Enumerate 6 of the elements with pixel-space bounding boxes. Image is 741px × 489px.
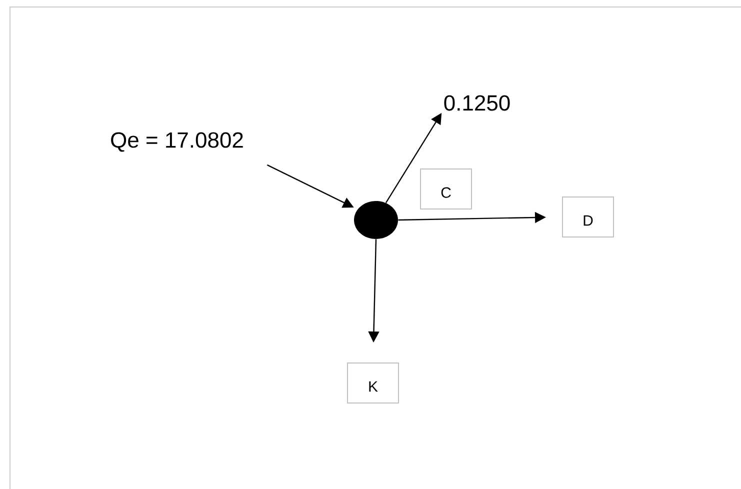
label-box: D bbox=[562, 196, 614, 238]
label-box: C bbox=[420, 168, 472, 210]
junction-dot bbox=[354, 201, 398, 239]
value-label: Qe = 17.0802 bbox=[111, 132, 243, 152]
value-label: 0.1250 bbox=[444, 95, 510, 111]
label-box: K bbox=[347, 362, 399, 404]
